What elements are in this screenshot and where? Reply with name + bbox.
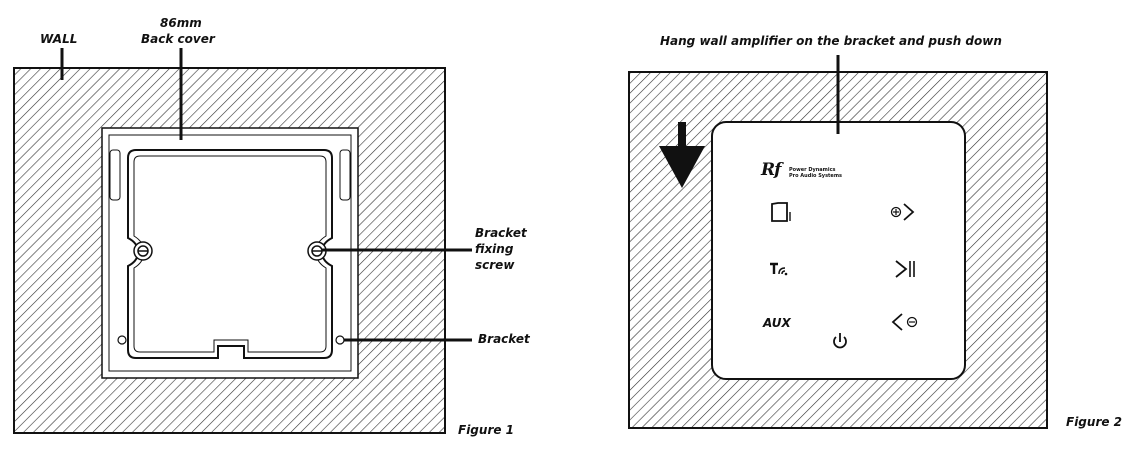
back-cover-inner-frame xyxy=(108,134,352,372)
screw-label-line2: fixing xyxy=(475,242,514,256)
screw-label-line1: Bracket xyxy=(475,226,527,240)
instruction-label: Hang wall amplifier on the bracket and p… xyxy=(660,34,1002,48)
back-cover-size-label: 86mm xyxy=(160,16,202,30)
volume-down-icon xyxy=(891,313,918,331)
wall-label: WALL xyxy=(40,32,78,46)
play-pause-icon xyxy=(895,260,915,278)
figure-1-caption: Figure 1 xyxy=(458,423,515,437)
push-down-arrow xyxy=(659,122,705,188)
fm-radio-icon xyxy=(770,262,788,276)
left-slot xyxy=(109,149,121,201)
figure-2-caption: Figure 2 xyxy=(1066,415,1123,429)
left-bracket-hole xyxy=(117,335,127,345)
power-icon xyxy=(833,333,847,349)
bracket-label: Bracket xyxy=(478,332,530,346)
left-fixing-screw xyxy=(133,241,153,261)
right-slot xyxy=(339,149,351,201)
figure-1 xyxy=(13,48,472,434)
sd-card-icon xyxy=(771,202,791,222)
back-cover-label: Back cover xyxy=(141,32,215,46)
screw-label-line3: screw xyxy=(475,258,515,272)
volume-up-icon xyxy=(890,203,915,221)
figure-2 xyxy=(628,55,1048,429)
brand-logo: Rf xyxy=(761,160,781,180)
brand-text-line1: Power Dynamics xyxy=(789,167,836,173)
back-box xyxy=(127,149,333,359)
amplifier-panel xyxy=(711,121,966,380)
aux-label: AUX xyxy=(763,316,791,330)
brand-text-line2: Pro Audio Systems xyxy=(789,173,843,179)
